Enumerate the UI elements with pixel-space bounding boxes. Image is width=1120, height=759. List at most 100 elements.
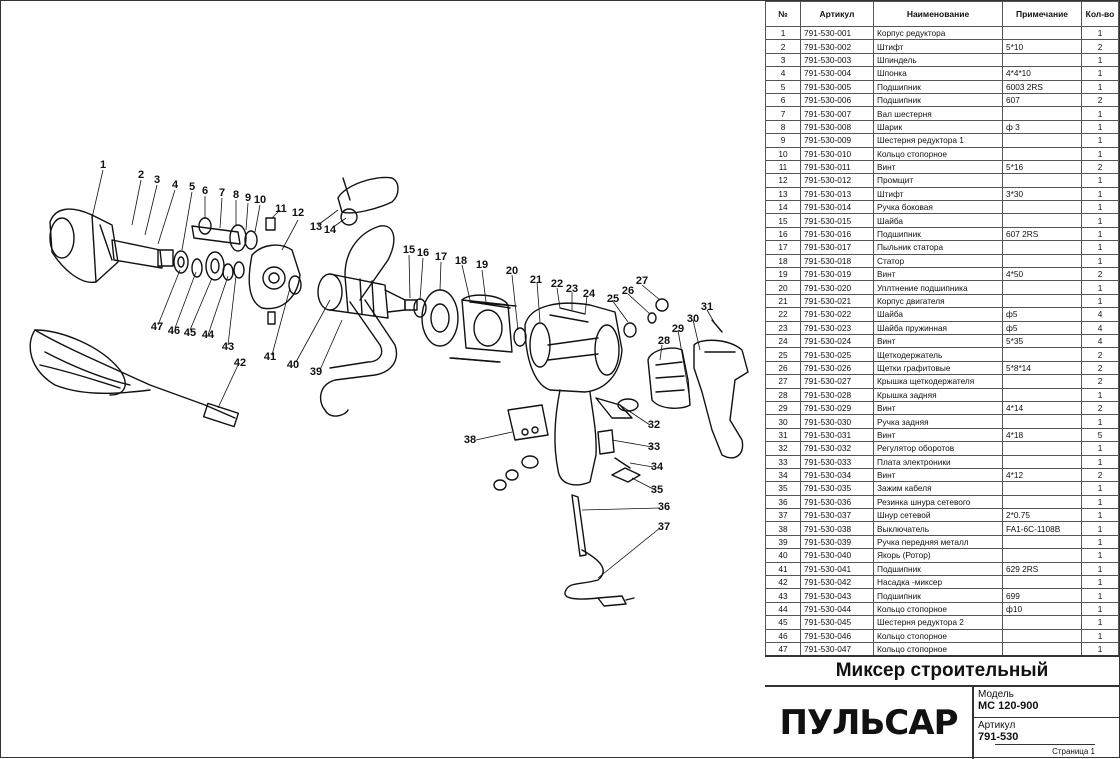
front-handle-part [319, 225, 398, 417]
title-block: Миксер строительный ПУЛЬСАР Модель МС 12… [765, 655, 1119, 759]
row-note [1002, 173, 1082, 188]
row-number: 33 [765, 454, 801, 469]
row-article: 791-530-032 [800, 441, 874, 456]
row-article: 791-530-003 [800, 52, 874, 68]
row-number: 10 [765, 146, 801, 161]
callout-label: 7 [219, 187, 225, 199]
row-quantity: 1 [1081, 481, 1119, 496]
motor-housing-part [524, 302, 623, 486]
row-quantity: 1 [1081, 441, 1119, 456]
callout-label: 18 [455, 255, 467, 267]
side-handle-part [337, 176, 399, 226]
rear-cover-part [647, 347, 691, 409]
row-note [1002, 280, 1082, 295]
row-quantity: 1 [1081, 186, 1119, 202]
row-note: 5*35 [1002, 333, 1082, 349]
callout-label: 4 [172, 179, 179, 191]
row-number: 18 [765, 253, 801, 269]
header-article: Артикул [800, 1, 874, 27]
mixer-paddle-part [29, 329, 240, 428]
row-article: 791-530-034 [800, 467, 874, 483]
row-number: 28 [765, 387, 801, 402]
row-article: 791-530-033 [800, 454, 874, 469]
row-number: 45 [765, 615, 801, 630]
callout-label: 43 [222, 341, 234, 353]
row-name: Кольцо стопорное [873, 641, 1003, 657]
callout-label: 23 [566, 283, 578, 295]
row-name: Пыльник статора [873, 240, 1003, 255]
stator-dust-cover-part [421, 289, 459, 347]
row-note [1002, 534, 1082, 550]
row-note: 4*18 [1002, 427, 1082, 443]
row-quantity: 2 [1081, 360, 1119, 376]
title-block-info: Модель МС 120-900 Артикул 791-530 [974, 687, 1119, 759]
row-note [1002, 146, 1082, 161]
callout-label: 13 [310, 221, 322, 233]
row-name: Шнур сетевой [873, 508, 1003, 523]
row-number: 6 [765, 92, 801, 108]
callout-label: 36 [658, 501, 670, 513]
row-article: 791-530-005 [800, 79, 874, 94]
row-note [1002, 240, 1082, 255]
callout-label: 14 [324, 224, 337, 236]
row-article: 791-530-020 [800, 280, 874, 295]
row-article: 791-530-027 [800, 374, 874, 389]
power-cord-part [564, 494, 635, 607]
row-number: 1 [765, 25, 801, 41]
header-quantity: Кол-во [1081, 1, 1119, 27]
row-note: 607 2RS [1002, 226, 1082, 242]
callout-label: 34 [651, 461, 664, 473]
row-quantity: 2 [1081, 400, 1119, 416]
row-quantity: 1 [1081, 293, 1119, 309]
row-name: Винт [873, 267, 1003, 282]
row-number: 27 [765, 374, 801, 389]
row-quantity: 1 [1081, 280, 1119, 295]
row-note [1002, 374, 1082, 389]
callout-label: 29 [672, 323, 684, 335]
row-name: Шпонка [873, 66, 1003, 81]
row-quantity: 2 [1081, 92, 1119, 108]
row-number: 24 [765, 333, 801, 349]
row-number: 17 [765, 240, 801, 255]
callout-label: 30 [687, 313, 699, 325]
row-article: 791-530-045 [800, 615, 874, 630]
callout-label: 25 [607, 293, 619, 305]
callout-label: 37 [658, 521, 670, 533]
row-number: 32 [765, 441, 801, 456]
row-number: 42 [765, 575, 801, 590]
row-article: 791-530-035 [800, 481, 874, 496]
row-number: 34 [765, 467, 801, 483]
bearing-5 [173, 250, 189, 274]
row-quantity: 1 [1081, 106, 1119, 121]
row-article: 791-530-036 [800, 494, 874, 510]
row-quantity: 2 [1081, 267, 1119, 282]
row-name: Штифт [873, 186, 1003, 202]
row-note: 3*30 [1002, 186, 1082, 202]
row-quantity: 1 [1081, 253, 1119, 269]
row-quantity: 1 [1081, 641, 1119, 657]
row-number: 29 [765, 400, 801, 416]
row-article: 791-530-041 [800, 561, 874, 577]
row-article: 791-530-039 [800, 534, 874, 550]
row-note: 5*10 [1002, 39, 1082, 54]
row-article: 791-530-028 [800, 387, 874, 402]
